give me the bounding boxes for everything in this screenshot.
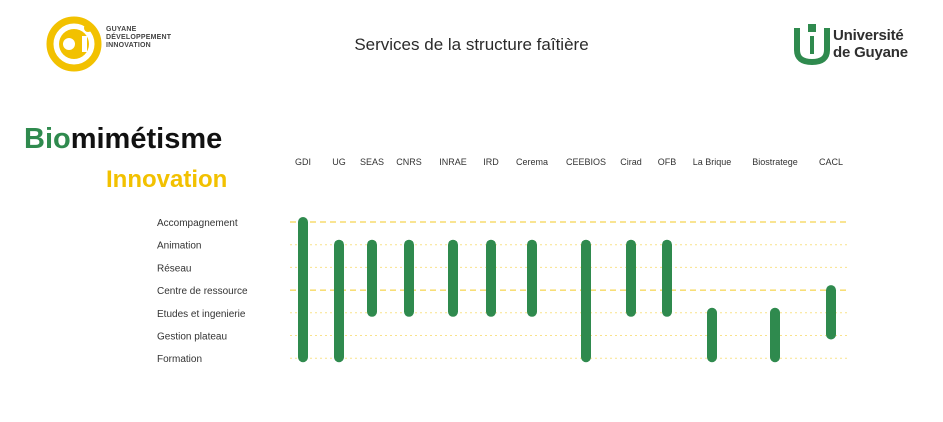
ug-logo-icon: [794, 24, 830, 66]
gdi-logo-line-3: INNOVATION: [106, 42, 151, 49]
row-label: Centre de ressource: [157, 286, 248, 297]
column-label: IRD: [483, 157, 499, 167]
column-label: Biostratege: [752, 157, 798, 167]
brand-title: Biomimétisme Innovation: [24, 120, 227, 193]
column-label: CACL: [819, 157, 843, 167]
row-label: Gestion plateau: [157, 332, 227, 343]
row-label: Etudes et ingenierie: [157, 309, 246, 320]
range-bar: [662, 239, 672, 317]
ug-logo-text: Université de Guyane: [833, 27, 908, 61]
range-bar: [707, 307, 717, 363]
row-label: Animation: [157, 241, 201, 252]
column-label: UG: [332, 157, 346, 167]
ug-logo: Université de Guyane: [793, 22, 923, 70]
range-bar: [367, 239, 377, 317]
range-bar: [626, 239, 636, 317]
range-bar: [448, 239, 458, 317]
column-label: GDI: [295, 157, 311, 167]
range-bar: [334, 239, 344, 363]
column-label: CNRS: [396, 157, 422, 167]
range-bar: [581, 239, 591, 363]
brand-accent-bio: Bio: [24, 123, 71, 155]
row-label: Formation: [157, 354, 202, 365]
brand-line-biomimetisme: Biomimétisme: [24, 120, 222, 158]
range-bar: [770, 307, 780, 363]
brand-rest-mimetisme: mimétisme: [70, 123, 223, 155]
range-bar: [298, 217, 308, 363]
column-label: CEEBIOS: [566, 157, 606, 167]
range-bar: [486, 239, 496, 317]
ug-logo-line-2: de Guyane: [833, 44, 908, 61]
column-label: Cerema: [516, 157, 548, 167]
brand-line-innovation: Innovation: [106, 166, 228, 193]
gdi-logo: GUYANE DÉVELOPPEMENT INNOVATION: [44, 14, 184, 74]
row-label: Accompagnement: [157, 218, 238, 229]
column-label: Cirad: [620, 157, 642, 167]
gdi-logo-text: GUYANE DÉVELOPPEMENT INNOVATION: [106, 26, 171, 50]
gdi-logo-icon: [46, 16, 102, 72]
gdi-logo-line-2: DÉVELOPPEMENT: [106, 34, 172, 41]
row-label: Réseau: [157, 263, 191, 274]
page-title: Services de la structure faîtière: [354, 35, 589, 54]
range-bar: [404, 239, 414, 317]
column-label: INRAE: [439, 157, 467, 167]
ug-logo-line-1: Université: [833, 27, 904, 44]
range-bar: [527, 239, 537, 317]
column-label: La Brique: [693, 157, 732, 167]
range-bar: [826, 285, 836, 340]
column-label: OFB: [658, 157, 677, 167]
column-label: SEAS: [360, 157, 384, 167]
gdi-logo-line-1: GUYANE: [106, 26, 137, 33]
